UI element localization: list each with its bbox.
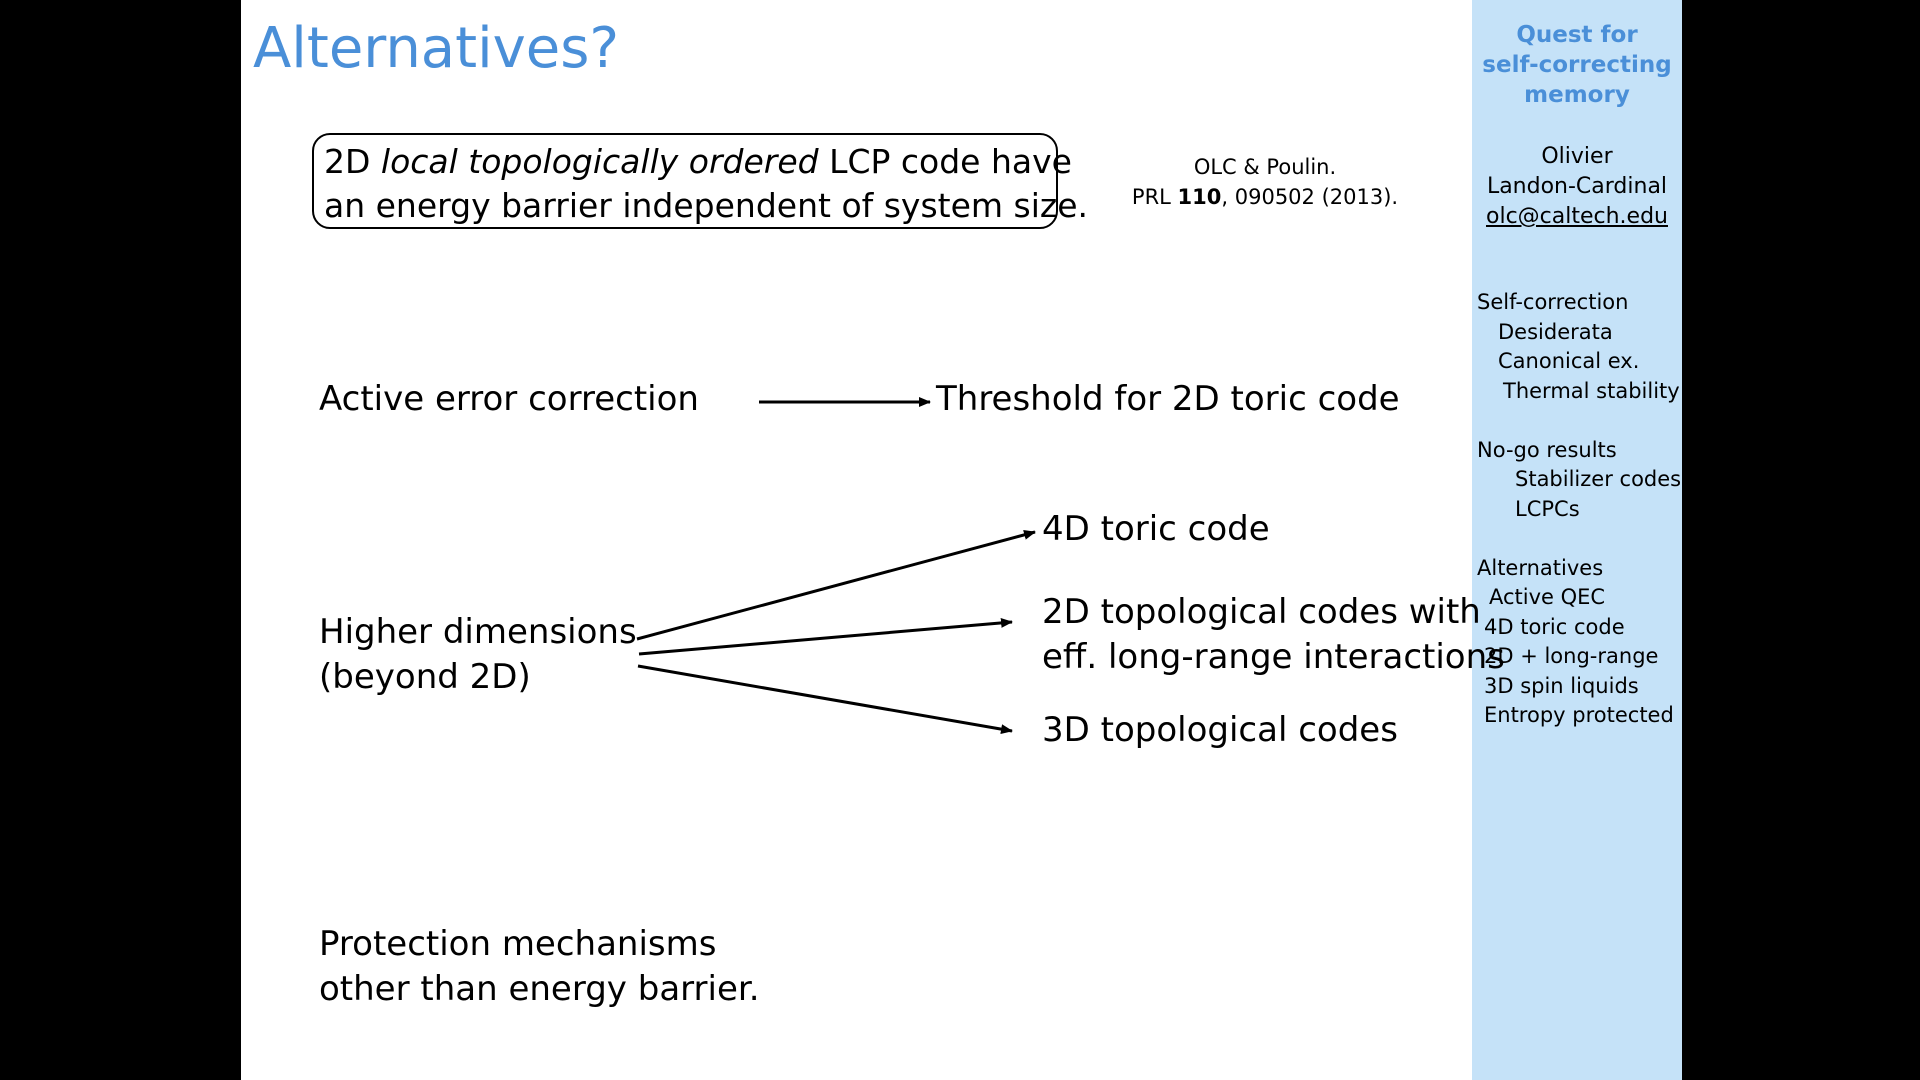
boxed-statement-line1: 2D local topologically ordered LCP code …: [324, 140, 1072, 184]
toc-item-desiderata: Desiderata: [1498, 320, 1613, 344]
boxed-line1-suffix: LCP code have: [818, 142, 1072, 181]
slide-canvas: [241, 0, 1472, 1080]
2d-long-range-label: 2D topological codes with eff. long-rang…: [1042, 590, 1505, 680]
higher-dimensions-line1: Higher dimensions: [319, 612, 637, 652]
reference-journal-line: PRL 110, 090502 (2013).: [1112, 182, 1418, 212]
reference-journal: PRL: [1131, 185, 1178, 209]
reference-citation: OLC & Poulin. PRL 110, 090502 (2013).: [1112, 152, 1418, 212]
boxed-line1-prefix: 2D: [324, 142, 381, 181]
arrow-to-3d-topological: [637, 664, 1013, 735]
2d-long-range-line2: eff. long-range interactions: [1042, 637, 1505, 677]
slide-title: Alternatives?: [253, 16, 620, 81]
author-last-name: Landon-Cardinal: [1486, 174, 1668, 199]
toc-item-stabilizer-codes: Stabilizer codes: [1515, 467, 1682, 491]
toc-item-no-go-results: No-go results: [1477, 438, 1617, 462]
sidebar-heading: Quest for self-correcting memory: [1472, 20, 1682, 110]
sidebar-heading-line3: memory: [1524, 82, 1630, 108]
toc-item-3d-spin-liquids: 3D spin liquids: [1484, 674, 1639, 698]
4d-toric-code-label: 4D toric code: [1042, 509, 1270, 549]
protection-line1: Protection mechanisms: [319, 924, 717, 964]
protection-mechanisms-label: Protection mechanisms other than energy …: [319, 922, 760, 1012]
toc-item-lcpcs: LCPCs: [1515, 497, 1580, 521]
toc-item-4d-toric-code: 4D toric code: [1484, 615, 1625, 639]
author-email-link[interactable]: olc@caltech.edu: [1486, 204, 1668, 229]
toc-item-thermal-stability: Thermal stability: [1503, 379, 1680, 403]
reference-authors: OLC & Poulin.: [1193, 155, 1337, 179]
toc-item-2d-long-range: 2D + long-range: [1484, 644, 1659, 668]
reference-pages-year: , 090502 (2013).: [1221, 185, 1399, 209]
toc-item-alternatives: Alternatives: [1477, 556, 1604, 580]
higher-dimensions-line2: (beyond 2D): [319, 657, 531, 697]
sidebar-heading-line2: self-correcting: [1482, 52, 1672, 78]
boxed-line1-italic: local topologically ordered: [380, 142, 819, 181]
toc-item-canonical-ex: Canonical ex.: [1498, 349, 1640, 373]
arrow-to-2d-long-range: [638, 617, 1013, 656]
2d-long-range-line1: 2D topological codes with: [1042, 592, 1481, 632]
toc-item-active-qec: Active QEC: [1489, 585, 1606, 609]
boxed-statement-line2: an energy barrier independent of system …: [324, 186, 1089, 225]
higher-dimensions-label: Higher dimensions (beyond 2D): [319, 610, 637, 700]
toc-item-entropy-protected: Entropy protected: [1484, 703, 1674, 727]
reference-volume: 110: [1177, 185, 1222, 209]
active-error-correction-label: Active error correction: [319, 379, 699, 419]
protection-line2: other than energy barrier.: [319, 969, 760, 1009]
arrow-to-4d-toric: [636, 530, 1036, 641]
sidebar-author: Olivier Landon-Cardinal olc@caltech.edu: [1472, 142, 1682, 232]
3d-topological-codes-label: 3D topological codes: [1042, 710, 1398, 750]
toc-item-self-correction: Self-correction: [1477, 290, 1629, 314]
sidebar-panel: [1472, 0, 1682, 1080]
threshold-2d-toric-label: Threshold for 2D toric code: [936, 379, 1400, 419]
author-first-name: Olivier: [1541, 144, 1613, 169]
sidebar-heading-line1: Quest for: [1516, 22, 1638, 48]
boxed-statement: 2D local topologically ordered LCP code …: [312, 133, 1089, 229]
